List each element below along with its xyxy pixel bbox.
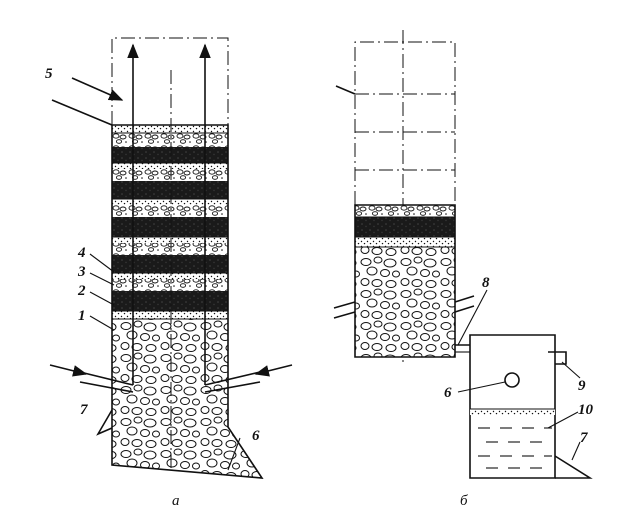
outlet-spout — [96, 409, 113, 436]
dark-layer — [112, 291, 228, 311]
fine-gravel-layer — [355, 205, 455, 217]
label-4: 4 — [77, 245, 86, 261]
inlet-arrow-right — [254, 364, 293, 377]
fine-gravel-layer — [112, 169, 228, 181]
inlet-arrow-left — [49, 364, 88, 377]
left-nozzle — [333, 301, 356, 319]
label-1: 1 — [78, 308, 86, 324]
vent-nozzle — [548, 351, 567, 365]
fine-gravel-layer — [112, 133, 228, 147]
label-7: 6 — [444, 385, 452, 401]
sand-layer — [112, 311, 228, 319]
sand-layer — [112, 199, 228, 205]
label-6: 6 — [252, 428, 260, 444]
dark-layer — [112, 217, 228, 237]
water-dashes — [478, 427, 552, 469]
sand-layer — [112, 237, 228, 243]
label-3: 3 — [77, 264, 86, 280]
figure-b: 8 6 9 10 7 б — [333, 30, 594, 509]
sand-layer — [112, 163, 228, 169]
right-nozzle — [204, 371, 261, 393]
label-10: 10 — [578, 402, 594, 418]
sand-layer — [112, 125, 228, 133]
caption-a: a — [172, 493, 180, 509]
coarse-gravel-layer — [112, 319, 262, 478]
label-5: 5 — [45, 66, 53, 82]
label-8: 8 — [482, 275, 490, 291]
right-nozzle — [454, 295, 475, 313]
coarse-gravel-layer — [355, 247, 455, 357]
figure-a-leaders — [89, 253, 241, 471]
sand-layer — [112, 273, 228, 279]
feed-arrow-5 — [71, 77, 124, 101]
figure-b-leaders — [457, 289, 581, 461]
inlet-pipe — [335, 85, 356, 95]
label-9: 9 — [578, 378, 586, 394]
dark-layer — [112, 181, 228, 199]
fine-gravel-layer — [112, 243, 228, 255]
figure-b-upper-outline — [354, 30, 456, 365]
fine-gravel-layer — [112, 205, 228, 217]
inlet-pipe — [51, 99, 113, 126]
figure-a: 5 4 3 2 1 7 6 a — [45, 37, 293, 509]
fine-gravel-layer — [112, 279, 228, 291]
water-seal-vessel — [455, 334, 556, 479]
label-6: 7 — [580, 430, 588, 446]
label-2: 2 — [77, 283, 86, 299]
figure-a-gas-pipes — [49, 43, 293, 470]
sand-layer — [355, 237, 455, 247]
dark-layer — [355, 217, 455, 237]
figure-a-top-outline — [111, 37, 229, 125]
drain-pipe-circle — [504, 372, 520, 388]
label-7: 7 — [80, 402, 88, 418]
figure-a-column — [111, 124, 264, 479]
caption-b: б — [460, 493, 468, 509]
left-nozzle — [79, 371, 134, 393]
water-surface — [470, 409, 555, 415]
dark-layer — [112, 147, 228, 163]
outlet-spout — [554, 455, 593, 479]
dark-layer — [112, 255, 228, 273]
